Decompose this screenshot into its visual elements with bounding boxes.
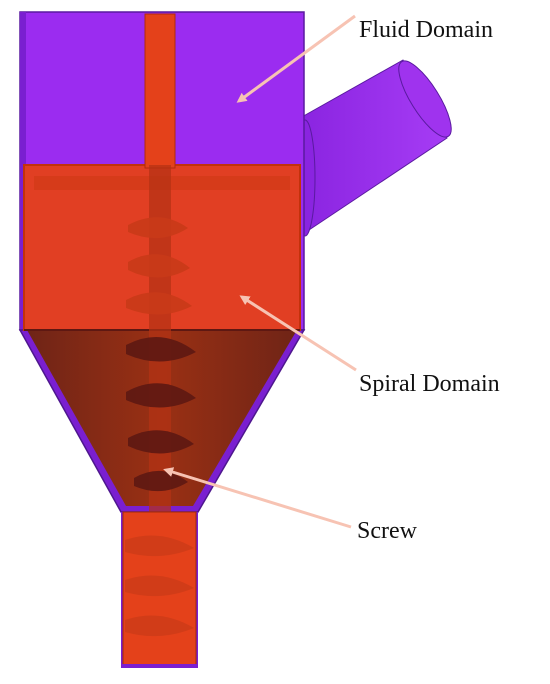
- callout-arrow: [239, 295, 357, 372]
- discharge-tube: [121, 511, 198, 668]
- callout-arrow: [236, 14, 356, 103]
- callout-arrow: [163, 467, 352, 529]
- fluid-domain-label: Fluid Domain: [359, 17, 494, 43]
- screw-label: Screw: [357, 518, 417, 544]
- outlet-pipe: [294, 59, 452, 237]
- spiral-domain-label: Spiral Domain: [359, 371, 500, 397]
- screw-blades: [126, 217, 196, 492]
